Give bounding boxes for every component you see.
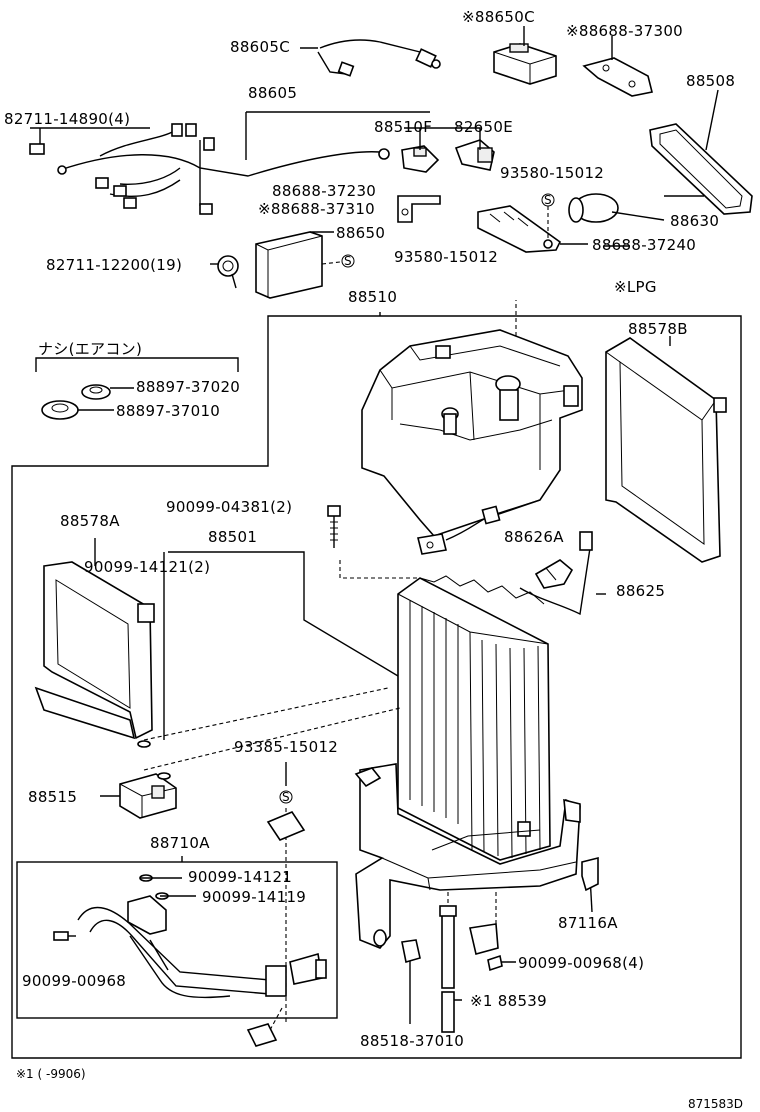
label-90099-14121-a: 90099-14121(2)	[84, 558, 210, 576]
label-88510: 88510	[348, 288, 397, 306]
control-unit-88650	[255, 231, 341, 299]
lower-case	[354, 763, 581, 949]
filter-frame-88578b	[605, 337, 727, 563]
label-88508: 88508	[686, 72, 735, 90]
label-88688-37240: 88688-37240	[592, 236, 696, 254]
filter-frame-88578a	[34, 561, 155, 740]
relay-88650c	[493, 43, 557, 85]
label-82650e: 82650E	[454, 118, 513, 136]
label-88688-37230: 88688-37230	[272, 182, 376, 200]
thermistor-88625	[519, 531, 606, 616]
clamp-82711-12200	[210, 255, 239, 289]
label-90099-00968-a: 90099-00968	[22, 972, 126, 990]
o-ring-1	[137, 740, 151, 748]
bracket-88688-37240	[477, 205, 588, 253]
upper-case	[361, 300, 583, 555]
label-88897-37020: 88897-37020	[136, 378, 240, 396]
bracket-88688-37230	[397, 195, 441, 223]
label-88539: ※1 88539	[470, 992, 547, 1010]
label-lpg: ※LPG	[614, 278, 657, 296]
label-93580-15012-a: 93580-15012	[500, 164, 604, 182]
servo-motor-88630	[568, 193, 665, 223]
drain-hose-88539	[439, 905, 457, 1033]
label-93385-15012: 93385-15012	[234, 738, 338, 756]
clip-88518-37010	[401, 939, 421, 964]
clip-88626a	[534, 559, 574, 589]
label-82711-12200: 82711-12200(19)	[46, 256, 182, 274]
label-88605c: 88605C	[230, 38, 290, 56]
piping-subassembly-box	[16, 861, 338, 1019]
screw-symbol-s2	[341, 254, 355, 268]
bracket-87116a	[581, 856, 599, 892]
label-88650c: ※88650C	[462, 8, 535, 26]
tube-assembly-88710a	[53, 874, 327, 999]
label-88688-37310: ※88688-37310	[258, 200, 375, 218]
grommet-88897-37010	[41, 400, 114, 420]
label-88710a: 88710A	[150, 834, 210, 852]
o-ring-2	[157, 772, 171, 780]
screw-symbol-s3-text: S	[282, 790, 290, 804]
diagram-code: 871583D	[688, 1097, 743, 1111]
clip-bottom	[246, 1023, 278, 1047]
label-88650: 88650	[336, 224, 385, 242]
label-88510f: 88510F	[374, 118, 432, 136]
screw-symbol-s1-text: S	[544, 193, 552, 207]
label-88626a: 88626A	[504, 528, 564, 546]
label-88578a: 88578A	[60, 512, 120, 530]
grommet-88897-37020	[81, 384, 134, 400]
label-90099-00968-b: 90099-00968(4)	[518, 954, 644, 972]
label-90099-04381: 90099-04381(2)	[166, 498, 292, 516]
label-90099-14121-b: 90099-14121	[188, 868, 292, 886]
bracket-88688-37300	[582, 57, 653, 97]
label-88897-37010: 88897-37010	[116, 402, 220, 420]
label-88501: 88501	[208, 528, 257, 546]
label-88605: 88605	[248, 84, 297, 102]
expansion-valve-88515	[119, 773, 177, 819]
footnote: ※1 ( -9906)	[16, 1067, 86, 1081]
bracket-93385-15012	[266, 811, 306, 841]
label-93580-15012-b: 93580-15012	[394, 248, 498, 266]
label-82711-14890: 82711-14890(4)	[4, 110, 130, 128]
switch-82650e	[454, 139, 495, 171]
label-88578b: 88578B	[628, 320, 688, 338]
label-88688-37300: ※88688-37300	[566, 22, 683, 40]
label-88630: 88630	[670, 212, 719, 230]
label-90099-14119: 90099-14119	[202, 888, 306, 906]
evaporator-88501	[397, 575, 551, 861]
gasket-88508	[649, 89, 753, 215]
label-88625: 88625	[616, 582, 665, 600]
label-88518-37010: 88518-37010	[360, 1032, 464, 1050]
bolt-90099-04381	[327, 505, 420, 579]
label-87116a: 87116A	[558, 914, 618, 932]
screw-symbol-s3	[279, 790, 293, 804]
wire-harness-88605c	[317, 39, 441, 77]
label-nashi-aircon: ナシ(エアコン)	[38, 340, 142, 358]
screw-symbol-s2-text: S	[344, 254, 352, 268]
main-assembly-box	[11, 315, 742, 1059]
wire-harness-88605	[29, 111, 430, 215]
label-88515: 88515	[28, 788, 77, 806]
bracket-screw-90099-00968	[469, 923, 503, 972]
